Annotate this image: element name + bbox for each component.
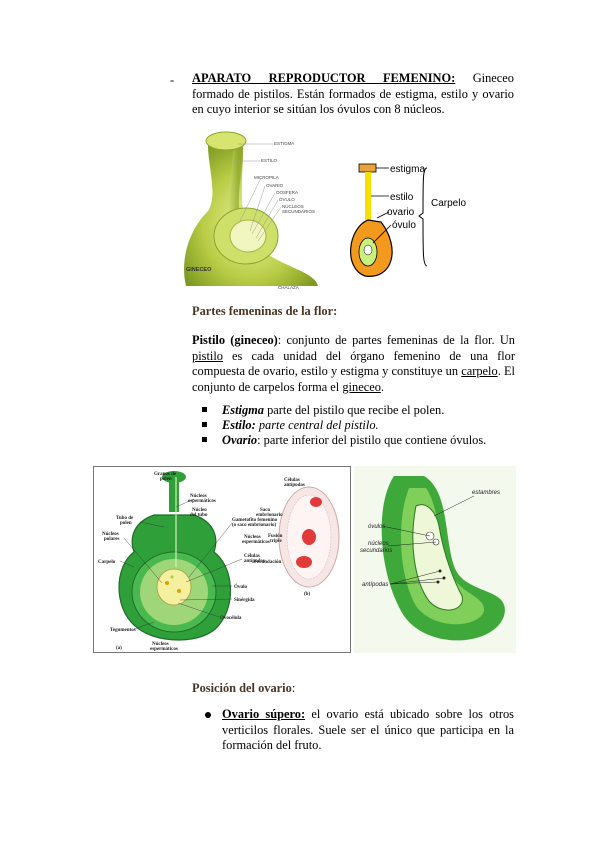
label-carpelo: Carpelo: [98, 560, 116, 565]
label-fusion: Fusión: [268, 534, 283, 539]
list-item-term: Ovario: [222, 433, 258, 448]
label-polen: polen: [160, 477, 172, 482]
list-item-term: Estilo:: [222, 418, 256, 433]
label-a: (a): [116, 646, 122, 651]
label-polen2: polen: [120, 521, 132, 526]
label-espermaticos1: espermáticos: [188, 499, 216, 504]
label-celulas: Células: [244, 554, 260, 559]
label-ovulos: óvulos: [368, 524, 385, 530]
pistilo-text-d: .: [380, 379, 384, 394]
carpelo-label-estigma: estigma: [390, 164, 425, 175]
label-nucleos4: Núcleos: [152, 642, 169, 647]
fecundacion-figure: Granos de polen Núcleos espermáticos Núc…: [93, 466, 351, 653]
section2-colon: :: [291, 681, 296, 695]
intro-dash: -: [170, 73, 174, 89]
ovario-position-list: Ovario súpero: el ovario está ubicado so…: [192, 707, 514, 754]
pistilo-term: Pistilo (gineceo): [192, 333, 278, 347]
label-ovulo: Óvulo: [234, 584, 248, 590]
carpelo-diagram: estigma estilo ovario óvulo Carpelo: [350, 163, 466, 277]
intro-text: Gineceo formado de pistilos. Están forma…: [192, 71, 514, 116]
gineceo-label-micropila: MICROPILA: [254, 175, 279, 180]
label-tubode: Tubo de: [116, 516, 134, 521]
label-antipodas-4: antípodas: [362, 582, 388, 588]
pistilo-text-a: : conjunto de partes femeninas de la flo…: [277, 333, 515, 347]
gineceo-label-oosfera: OOSFERA: [276, 190, 298, 195]
gineceo-label-estilo: ESTILO: [261, 158, 278, 163]
intro-dash-text: -: [170, 73, 175, 87]
label-embrionario-b: embrionario: [256, 513, 283, 518]
carpelo-figure: estigma estilo ovario óvulo Carpelo: [343, 158, 468, 285]
label-deltubo: del tubo: [190, 513, 208, 518]
carpelo-label-estilo: estilo: [390, 192, 414, 203]
list-item: Estilo: parte central del pistilo.: [192, 418, 512, 433]
pistilo-link[interactable]: pistilo: [192, 348, 223, 363]
square-bullet-icon: [202, 437, 207, 443]
list-item: Ovario súpero: el ovario está ubicado so…: [192, 707, 514, 754]
label-espermaticos4: espermáticos: [150, 647, 178, 652]
gineceo-label-estigma: ESTIGMA: [274, 141, 294, 146]
carpelo-label-ovario: ovario: [387, 207, 415, 218]
gineceo-label-secundarios: SECUNDARIOS: [282, 209, 315, 214]
gineceo-title: GINECEO: [186, 267, 212, 273]
section2-title: Posición del ovario:: [192, 681, 295, 697]
carpelo-label-ovulo: óvulo: [392, 220, 416, 231]
list-item: Ovario: parte inferior del pistilo que c…: [192, 433, 512, 448]
label-granos: Granos de: [154, 472, 177, 477]
gineceo-label-nucleos: NÚCLEOS: [282, 203, 304, 209]
label-saco: (o saco embrionario): [232, 523, 276, 528]
intro-heading: APARATO REPRODUCTOR FEMENINO:: [192, 71, 456, 85]
pistilo-corte-figure: estambres óvulos núcleos secundarios ant…: [354, 466, 516, 653]
pistilo-text-c: . El conjunto de carpelos forma el: [192, 364, 515, 394]
label-gametofito: Gametofito femenino: [232, 518, 278, 523]
label-nucleos3: Núcleos: [244, 535, 261, 540]
ovario-supero-term: Ovario súpero:: [222, 707, 306, 721]
pistilo-corte-diagram: estambres óvulos núcleos secundarios ant…: [360, 476, 505, 641]
carpelo-label-carpelo: Carpelo: [431, 198, 466, 209]
label-espermaticos3: espermáticos: [242, 540, 270, 545]
list-item-text: : parte inferior del pistilo que contien…: [257, 433, 487, 448]
pistilo-text-b: es cada unidad del órgano femenino de un…: [192, 348, 515, 379]
section2-title-text: Posición del ovario: [192, 681, 292, 695]
label-antipodas-b: antípodas: [284, 483, 305, 488]
square-bullet-icon: [202, 407, 207, 412]
square-bullet-icon: [202, 422, 207, 428]
ovario-supero-text: el ovario está ubicado sobre los otros v…: [222, 707, 514, 752]
gineceo-illustration: ESTIGMA ESTILO MICROPILA OVARIO OOSFERA …: [184, 131, 318, 290]
label-antipodas: antípodas: [244, 559, 265, 564]
pistilo-paragraph: Pistilo (gineceo): conjunto de partes fe…: [192, 333, 515, 395]
label-fecundacion: Fecundación: [254, 560, 281, 565]
label-nucleo: Núcleo: [192, 508, 207, 513]
label-b: (b): [304, 592, 310, 597]
list-item: Estigma parte del pistilo que recibe el …: [192, 403, 512, 418]
gineceo-label-ovulo: ÓVULO: [279, 196, 295, 202]
gineceo-label-chalaza: CHALAZA: [278, 285, 299, 290]
label-tegumentos: Tegumentos: [110, 628, 136, 633]
round-bullet-icon: [205, 712, 211, 718]
gineceo-link[interactable]: gineceo: [342, 379, 381, 394]
intro-paragraph: APARATO REPRODUCTOR FEMENINO: Gineceo fo…: [192, 71, 514, 118]
list-item-text: parte central del pistilo.: [255, 418, 379, 433]
gineceo-figure: ESTIGMA ESTILO MICROPILA OVARIO OOSFERA …: [178, 126, 328, 291]
section1-title: Partes femeninas de la flor:: [192, 304, 338, 318]
label-celulas-b: Células: [284, 478, 300, 483]
fecundacion-diagram: Granos de polen Núcleos espermáticos Núc…: [98, 471, 340, 652]
list-item-term: Estigma: [222, 403, 264, 417]
label-nucleos-4: núcleos: [368, 541, 389, 547]
label-triple: triple: [270, 539, 282, 544]
label-sinergida: Sinérgida: [234, 598, 255, 603]
label-nucleos1: Núcleos: [190, 494, 207, 499]
label-secundarios-4: secundarios: [360, 548, 392, 554]
label-saco-b: Saco: [260, 508, 271, 513]
carpelo-link[interactable]: carpelo: [461, 364, 498, 378]
gineceo-label-ovario: OVARIO: [266, 183, 284, 188]
parts-list: Estigma parte del pistilo que recibe el …: [192, 403, 512, 449]
label-estambres: estambres: [472, 490, 500, 496]
label-polares: polares: [104, 537, 120, 542]
label-nucleos2: Núcleos: [102, 532, 119, 537]
label-ovocelula: Ovocélula: [220, 616, 242, 621]
list-item-text: parte del pistilo que recibe el polen.: [264, 403, 445, 417]
